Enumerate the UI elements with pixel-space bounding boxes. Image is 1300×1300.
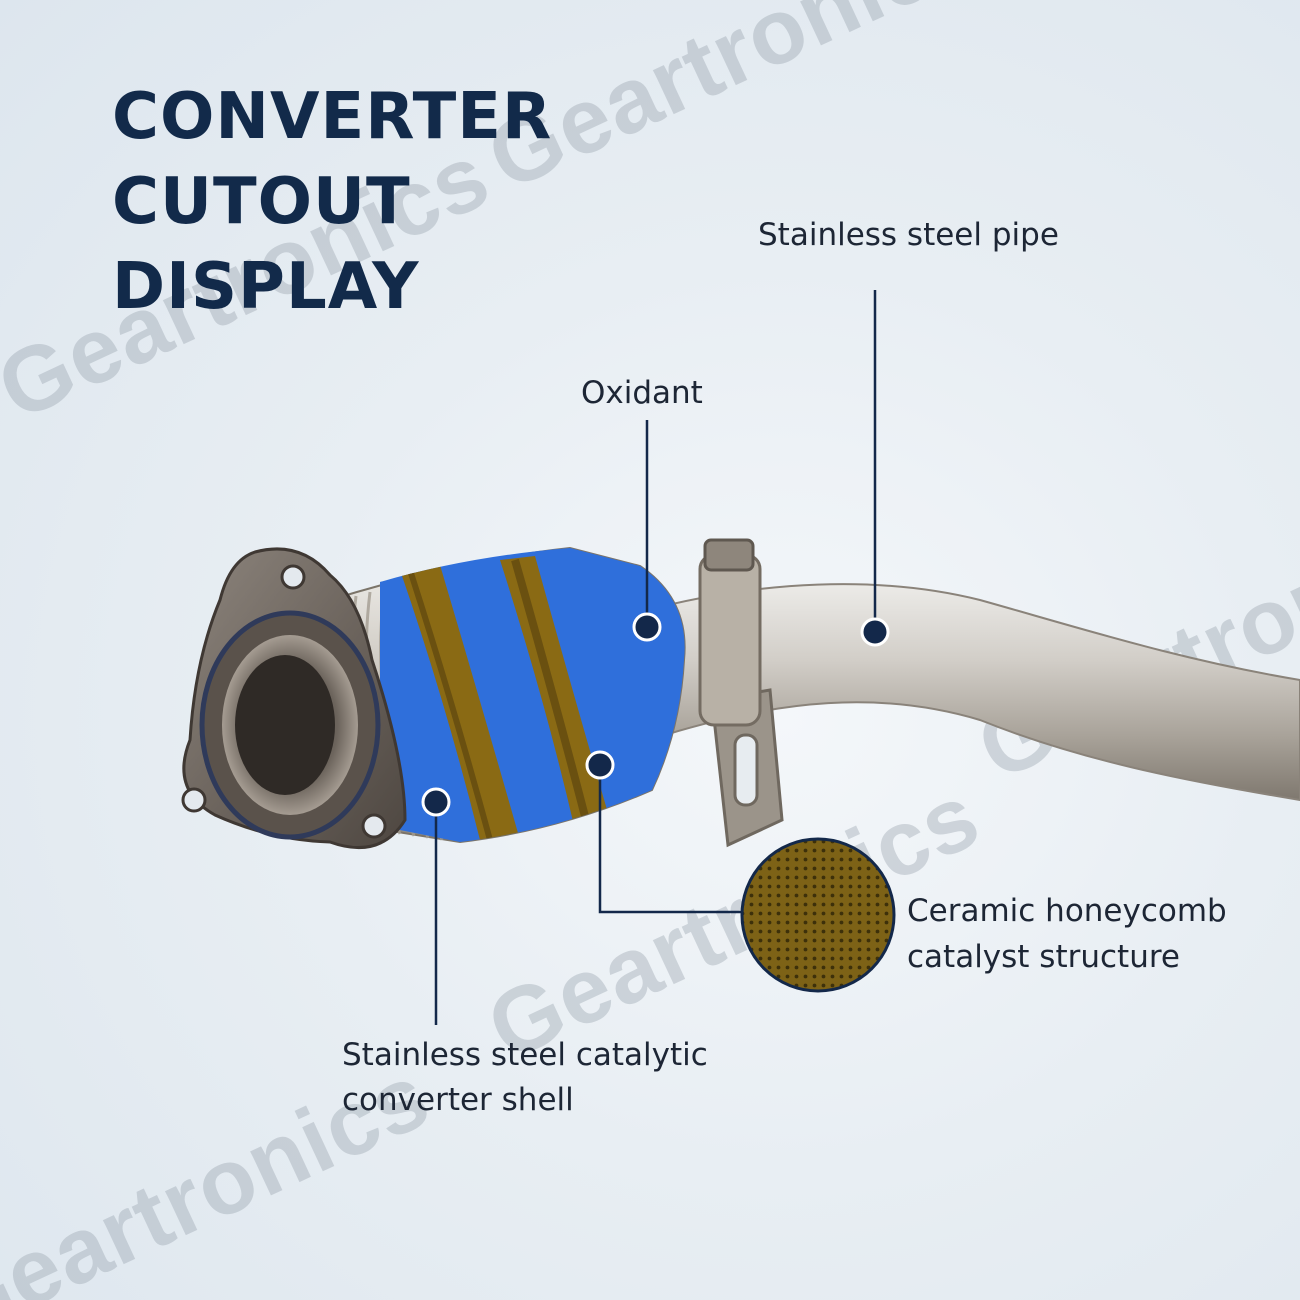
- marker-shell: [421, 787, 451, 817]
- label-shell-line-1: Stainless steel catalytic: [342, 1037, 708, 1073]
- inlet-flange: [181, 547, 407, 850]
- label-ceramic-line-2: catalyst structure: [907, 939, 1180, 975]
- marker-oxidant: [632, 612, 662, 642]
- title-line-1: CONVERTER: [112, 80, 553, 154]
- marker-pipe: [860, 617, 890, 647]
- ceramic-honeycomb-magnified: [740, 837, 896, 993]
- title-line-2: CUTOUT: [112, 165, 411, 239]
- label-shell-line-2: converter shell: [342, 1082, 574, 1118]
- title-line-3: DISPLAY: [112, 250, 420, 324]
- outlet-pipe: [638, 583, 1300, 802]
- label-ceramic-line-1: Ceramic honeycomb: [907, 893, 1227, 929]
- leader-line-ceramic: [598, 765, 742, 914]
- label-oxidant: Oxidant: [581, 375, 703, 411]
- label-stainless-steel-pipe: Stainless steel pipe: [758, 217, 1059, 253]
- marker-ceramic: [585, 750, 615, 780]
